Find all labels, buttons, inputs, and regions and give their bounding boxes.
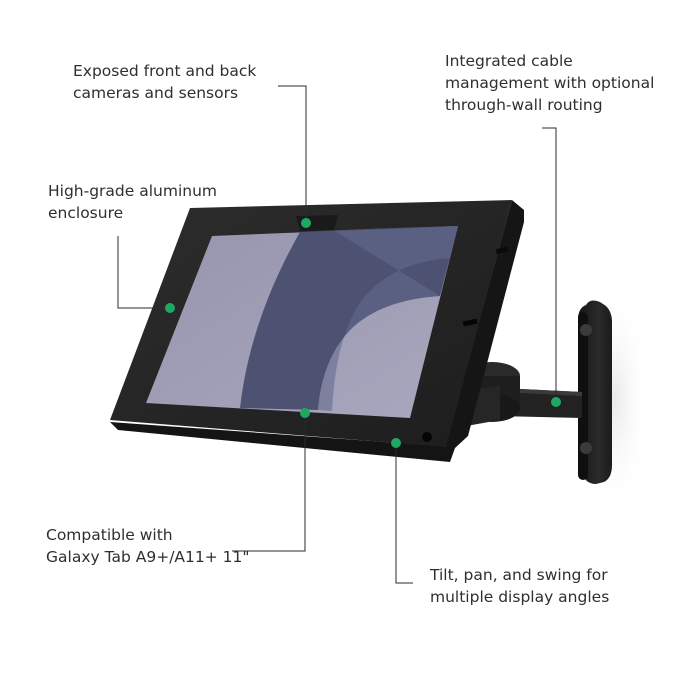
leader-line-cameras [278,85,307,222]
callout-line: Integrated cable [445,52,573,70]
leader-line-cable [542,127,557,402]
callout-markers [165,218,561,448]
marker-dot-cable [551,397,561,407]
leader-line-enclosure [117,236,170,309]
callout-line: High-grade aluminum [48,182,218,200]
callout-cable-management: Integrated cable management with optiona… [445,50,654,116]
callout-line: Galaxy Tab A9+/A11+ 11" [46,548,250,566]
leader-line-compatible [232,414,306,552]
callout-line: through-wall routing [445,96,603,114]
marker-dot-tilt [391,438,401,448]
callout-tilt-pan-swing: Tilt, pan, and swing for multiple displa… [430,564,609,608]
callout-line: Tilt, pan, and swing for [430,566,608,584]
callout-line: Exposed front and back [73,62,257,80]
callout-aluminum-enclosure: High-grade aluminum enclosure [48,180,217,224]
marker-dot-enclosure [165,303,175,313]
callout-line: enclosure [48,204,124,222]
marker-dot-cameras [301,218,311,228]
wall-mount-plate [578,300,612,484]
callout-line: management with optional [445,74,655,92]
callout-line: Compatible with [46,526,173,544]
callout-compatibility: Compatible with Galaxy Tab A9+/A11+ 11" [46,524,250,568]
callout-cameras-sensors: Exposed front and back cameras and senso… [73,60,256,104]
leader-line-tilt [395,444,413,584]
tablet-enclosure [110,200,524,462]
marker-dot-compatible [300,408,310,418]
callout-line: cameras and sensors [73,84,239,102]
leader-lines [117,85,557,584]
callout-line: multiple display angles [430,588,610,606]
